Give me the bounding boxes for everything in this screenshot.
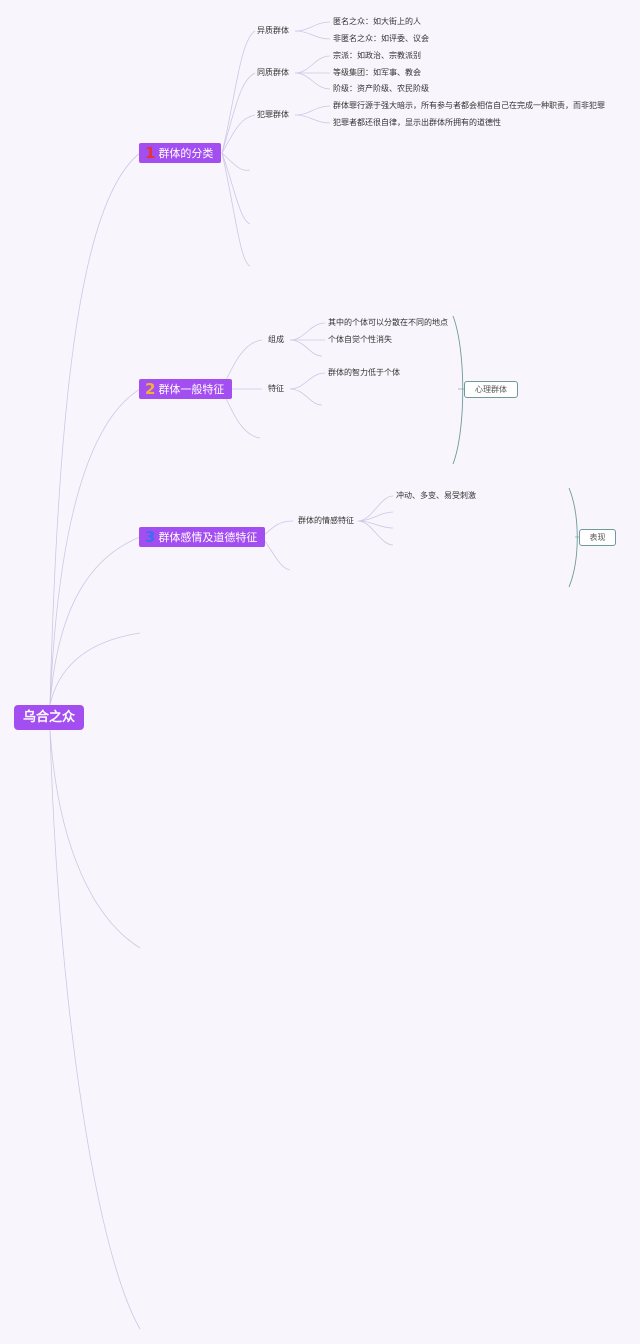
- branch1-link-d: [221, 152, 251, 171]
- leaf-item[interactable]: 宗派：如政治、宗教派别: [333, 51, 421, 60]
- root-link-3: [49, 536, 141, 706]
- leaf-item[interactable]: 犯罪者都还很自律，显示出群体所拥有的道德性: [333, 118, 501, 127]
- branch3-link-a: [261, 520, 294, 538]
- branch1-link-c: [221, 114, 256, 154]
- leaf-item[interactable]: 等级集团：如军事、教会: [333, 68, 421, 77]
- t2b-leaf-1: [289, 372, 326, 390]
- branch-label-2: 群体一般特征: [158, 383, 225, 396]
- root-link-1: [49, 152, 141, 706]
- leaf-item[interactable]: 群体罪行源于强大暗示，所有参与者都会相信自己在完成一种职责，而非犯罪: [333, 101, 605, 110]
- leaf-item[interactable]: 个体自觉个性消失: [328, 335, 392, 344]
- t1b-leaf-3: [294, 72, 331, 90]
- leaf-item[interactable]: 群体的智力低于个体: [328, 368, 400, 377]
- topic-homogeneous[interactable]: 同质群体: [257, 68, 289, 77]
- branch-number-1: 1: [145, 144, 156, 162]
- topic-features[interactable]: 特征: [268, 384, 284, 393]
- leaf-item[interactable]: 阶级：资产阶级、农民阶级: [333, 84, 429, 93]
- branch1-link-b: [221, 72, 256, 154]
- leaf-item[interactable]: 非匿名之众：如评委、议会: [333, 34, 429, 43]
- root-link-6: [49, 729, 141, 1330]
- t3a-leaf-2: [357, 511, 394, 522]
- t2a-leaf-3: [289, 339, 323, 357]
- summary-bracket-2: [452, 315, 464, 465]
- t3a-leaf-4: [357, 520, 394, 546]
- leaf-item[interactable]: 匿名之众：如大街上的人: [333, 17, 421, 26]
- branch-number-2: 2: [145, 380, 156, 398]
- branch-number-3: 3: [145, 528, 156, 546]
- topic-heterogeneous[interactable]: 异质群体: [257, 26, 289, 35]
- root-link-2: [49, 388, 141, 706]
- root-link-4: [49, 632, 141, 706]
- t1c-leaf-2: [294, 114, 331, 124]
- branch3-link-b: [261, 536, 291, 571]
- root-node[interactable]: 乌合之众: [14, 705, 84, 730]
- t1a-leaf-1: [294, 21, 331, 32]
- t1c-leaf-1: [294, 105, 331, 116]
- leaf-item[interactable]: 冲动、多变、易受刺激: [396, 491, 476, 500]
- summary-label-manifestation[interactable]: 表现: [579, 529, 616, 546]
- branch-label-3: 群体感情及道德特征: [158, 531, 258, 544]
- t1a-leaf-2: [294, 30, 331, 40]
- branch-label-1: 群体的分类: [158, 147, 214, 160]
- summary-label-psychological-crowd[interactable]: 心理群体: [464, 381, 518, 398]
- topic-composition[interactable]: 组成: [268, 335, 284, 344]
- branch1-link-f: [221, 152, 251, 267]
- leaf-item[interactable]: 其中的个体可以分散在不同的地点: [328, 318, 448, 327]
- summary-bracket-3: [568, 487, 578, 588]
- topic-emotional-traits[interactable]: 群体的情感特征: [298, 516, 354, 525]
- t1b-leaf-1: [294, 55, 331, 74]
- t3a-leaf-1: [357, 495, 394, 522]
- branch1-link-e: [221, 152, 251, 225]
- branch1-link-a: [221, 30, 256, 154]
- t2a-leaf-1: [289, 322, 326, 341]
- root-link-5: [49, 729, 141, 949]
- t2b-leaf-2: [289, 388, 323, 406]
- topic-criminal[interactable]: 犯罪群体: [257, 110, 289, 119]
